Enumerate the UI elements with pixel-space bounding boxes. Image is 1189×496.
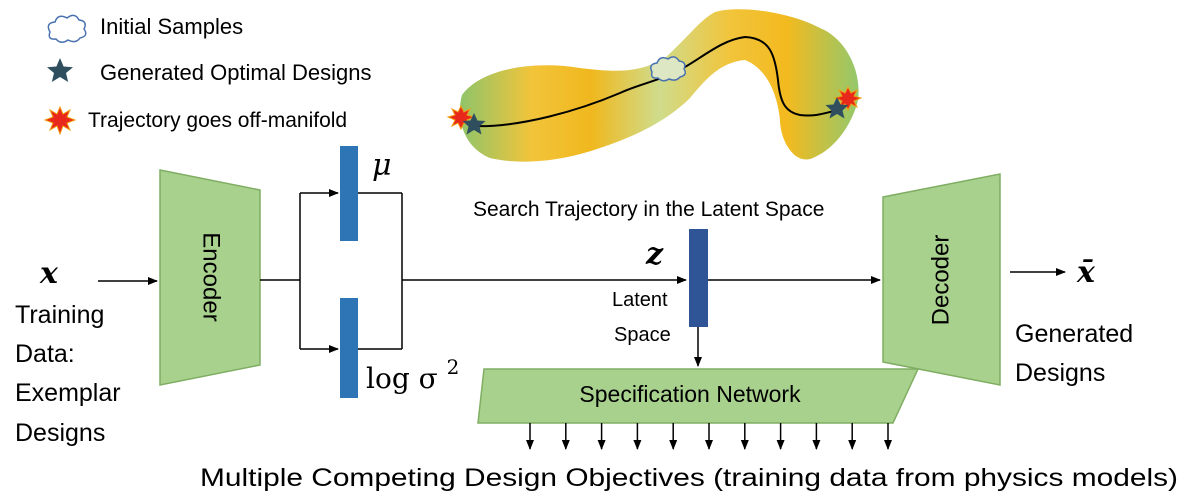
- specification-network: Specification Network: [477, 368, 920, 450]
- trajectory-title: Search Trajectory in the Latent Space: [473, 198, 824, 221]
- latent-vector: [689, 229, 708, 327]
- mu-vector: μ: [340, 146, 392, 241]
- output-section: x̄ Generated Designs: [1010, 255, 1140, 387]
- input-section: x Training Data: Exemplar Designs: [15, 256, 158, 447]
- vector-merge-connections: [358, 192, 687, 350]
- input-caption-line: Exemplar: [15, 379, 121, 407]
- burst-icon: [833, 85, 863, 112]
- star-icon: [47, 58, 73, 82]
- output-caption-line: Generated: [1015, 320, 1133, 348]
- output-symbol: x̄: [1076, 255, 1096, 290]
- input-caption-line: Training: [15, 301, 104, 329]
- search-trajectory: [471, 35, 839, 128]
- latent-caption-line: Latent: [612, 289, 668, 311]
- log-variance-label: log σ 2: [366, 355, 459, 395]
- legend-generated-optimal-designs: Generated Optimal Designs: [100, 60, 371, 85]
- encoder-label: Encoder: [198, 232, 225, 321]
- mu-label: μ: [372, 148, 392, 183]
- decoder-label: Decoder: [927, 235, 954, 326]
- cloud-icon: [650, 56, 687, 82]
- latent-caption: Latent Space: [612, 289, 673, 346]
- legend: Initial Samples Generated Optimal Design…: [43, 14, 371, 136]
- objective-arrows: [526, 423, 892, 450]
- encoder-connections: [260, 189, 339, 353]
- decoder-block: Decoder: [882, 173, 1001, 386]
- legend-initial-samples: Initial Samples: [100, 14, 243, 39]
- specification-network-label: Specification Network: [579, 381, 801, 407]
- manifold-region: [459, 9, 859, 162]
- burst-icon: [43, 105, 77, 136]
- log-variance-vector: log σ 2: [340, 298, 459, 398]
- input-caption: Training Data: Exemplar Designs: [15, 301, 128, 447]
- cloud-icon: [47, 14, 87, 43]
- input-symbol: x: [39, 256, 59, 291]
- latent-caption-line: Space: [614, 324, 671, 346]
- latent-symbol: z: [645, 237, 664, 272]
- encoder-block: Encoder: [159, 169, 261, 386]
- output-caption-line: Designs: [1015, 359, 1105, 387]
- log-variance-superscript: 2: [447, 355, 460, 379]
- star-icon: [462, 113, 486, 135]
- input-caption-line: Data:: [15, 340, 75, 368]
- log-variance-text: log σ: [366, 362, 438, 395]
- legend-trajectory-off-manifold: Trajectory goes off-manifold: [88, 109, 347, 132]
- star-icon: [825, 97, 849, 119]
- latent-space: Search Trajectory in the Latent Space z …: [473, 198, 881, 367]
- latent-manifold: [446, 9, 863, 162]
- design-objectives-caption: Multiple Competing Design Objectives (tr…: [200, 464, 1178, 492]
- input-caption-line: Designs: [15, 419, 105, 447]
- output-caption: Generated Designs: [1015, 320, 1140, 387]
